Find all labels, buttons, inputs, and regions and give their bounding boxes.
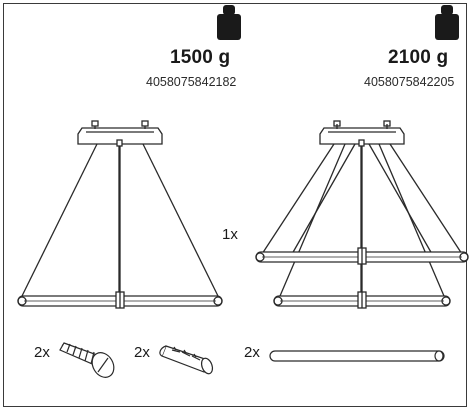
pendant-lamp-single-ring <box>17 120 223 309</box>
qty-second-ring: 1x <box>222 226 238 243</box>
weight-label-right: 2100 g <box>388 47 449 68</box>
article-number-left: 4058075842182 <box>146 75 237 89</box>
qty-screws: 2x <box>34 344 50 361</box>
qty-wall-plugs: 2x <box>134 344 150 361</box>
screw-icon <box>59 342 115 378</box>
pendant-lamp-double-ring <box>255 120 469 309</box>
weight-label-left: 1500 g <box>170 47 231 68</box>
weight-icon-right <box>435 5 459 40</box>
qty-connector-rod: 2x <box>244 344 260 361</box>
connector-rod-icon <box>269 350 445 362</box>
article-number-right: 4058075842205 <box>364 75 455 89</box>
diagram-frame <box>3 3 467 407</box>
weight-icon-left <box>217 5 241 40</box>
wall-plug-icon <box>159 345 214 375</box>
